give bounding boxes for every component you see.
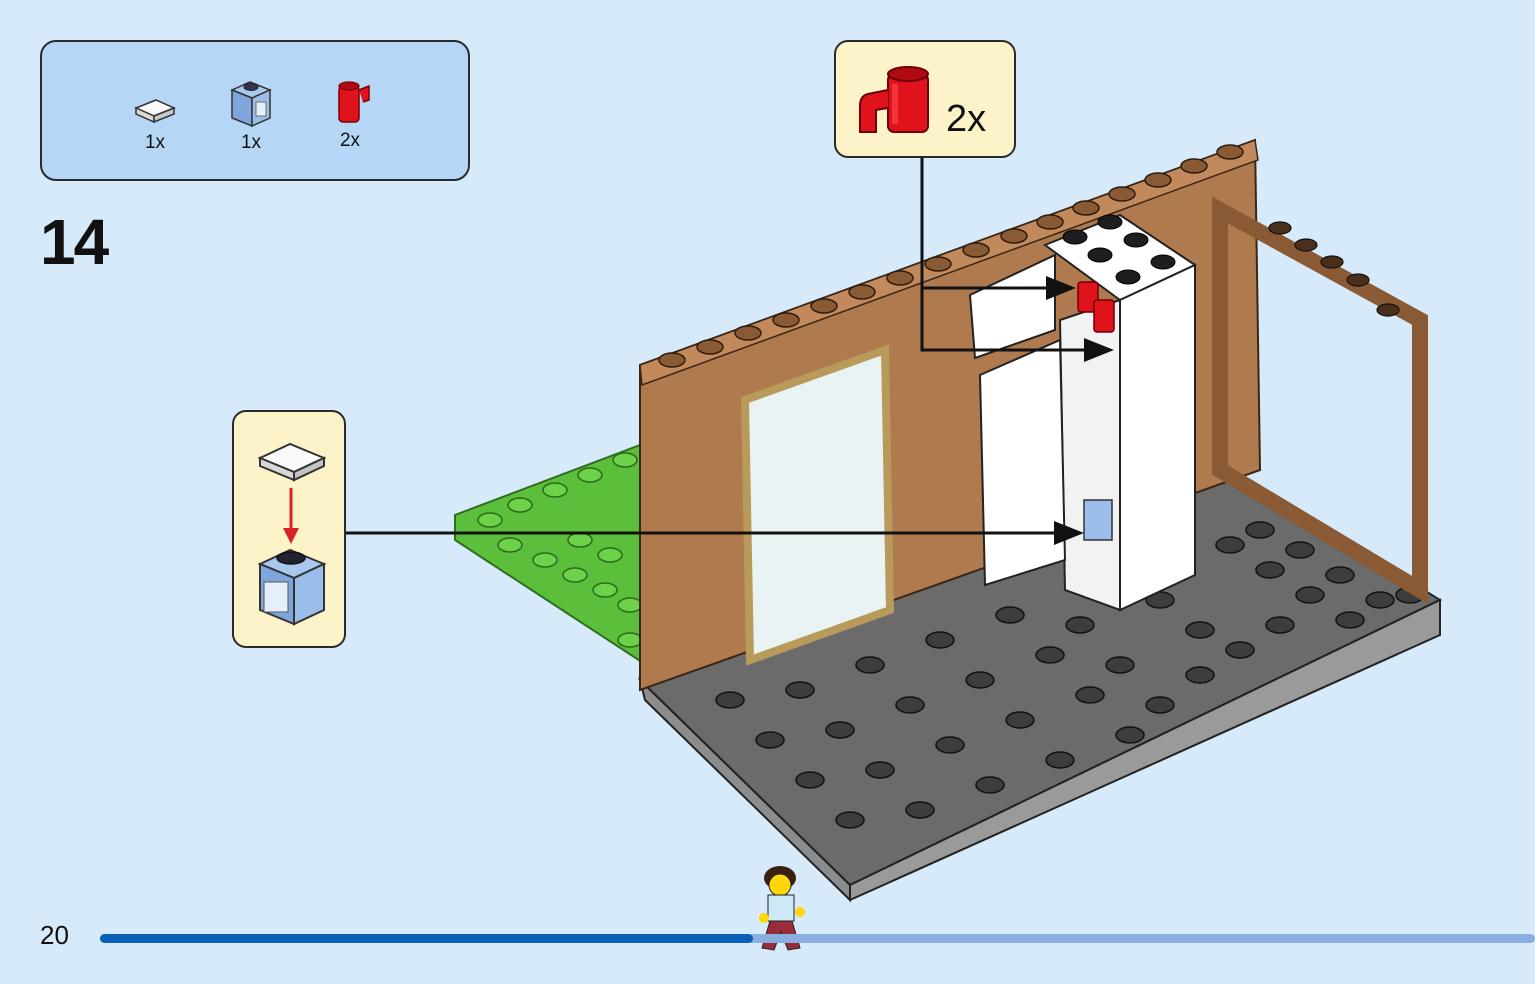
tile-on-brick-icon: [257, 442, 327, 626]
part-red-cup: 2x: [315, 76, 385, 152]
red-cup-placed: [1093, 299, 1115, 333]
callout-tile-on-brick: [232, 410, 346, 648]
white-tile-icon: [134, 99, 176, 124]
progress-bar-fill: [100, 934, 753, 943]
wall-studs: [658, 144, 1244, 368]
freezer-door: [968, 253, 1056, 360]
blue-brick-placed: [1083, 499, 1113, 541]
callout-qty: 2x: [946, 98, 987, 140]
green-studs: [477, 452, 643, 648]
page-number: 20: [40, 920, 69, 950]
part-white-tile: 1x: [120, 94, 190, 154]
grey-studs: [715, 521, 1425, 829]
step-number: 14: [40, 206, 109, 278]
fridge-door: [978, 338, 1067, 587]
part-qty: 1x: [144, 132, 166, 153]
glass-door: [740, 344, 895, 666]
assembly-arrows: [346, 158, 1100, 535]
red-cup-icon: [859, 66, 929, 133]
part-qty: 2x: [339, 130, 361, 151]
callout-cups: 2x: [834, 40, 1016, 158]
part-qty: 1x: [240, 132, 262, 153]
red-cup-placed: [1077, 281, 1099, 313]
part-blue-brick: 1x: [216, 76, 286, 154]
blue-brick-icon: [230, 81, 272, 128]
red-cup-icon: [338, 81, 370, 123]
progress-bar-track: [100, 934, 1535, 943]
parts-list-box: 1x 1x 2x: [40, 40, 470, 181]
